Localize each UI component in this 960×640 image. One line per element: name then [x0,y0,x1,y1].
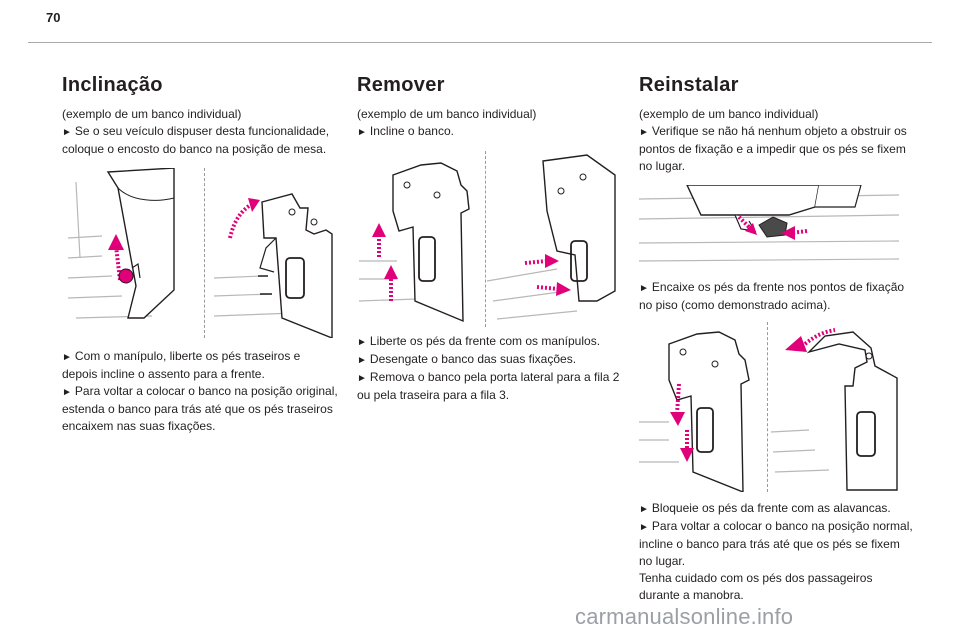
section-reinstalar: Reinstalar (exemplo de um banco individu… [639,72,915,604]
section-intro: (exemplo de um banco individual) [639,107,819,121]
section-intro: (exemplo de um banco individual) [62,107,242,121]
bullet-arrow-icon: ► [357,355,367,366]
instruction-step: ►Para voltar a colocar o banco na posiçã… [639,519,913,568]
seat-tilt-illustration [62,168,334,338]
instruction-step: ►Para voltar a colocar o banco na posiçã… [62,384,338,433]
floor-anchor-illustration [639,185,899,269]
bullet-arrow-icon: ► [639,283,649,294]
section-remover: Remover (exemplo de um banco individual)… [357,72,633,404]
section-title: Remover [357,74,445,96]
header-rule [28,42,932,43]
bullet-arrow-icon: ► [357,337,367,348]
section-title: Inclinação [62,74,163,96]
figure-divider [767,322,768,492]
bullet-arrow-icon: ► [639,504,649,515]
section-title: Reinstalar [639,74,739,96]
bullet-arrow-icon: ► [357,127,367,138]
instruction-step: ►Se o seu veículo dispuser desta funcion… [62,124,330,156]
bullet-arrow-icon: ► [62,127,72,138]
instruction-step: ►Liberte os pés da frente com os manípul… [357,334,601,348]
section-intro: (exemplo de um banco individual) [357,107,537,121]
bullet-arrow-icon: ► [62,352,72,363]
instruction-step: ►Verifique se não há nenhum objeto a obs… [639,124,907,173]
instruction-step: ►Com o manípulo, liberte os pés traseiro… [62,349,301,381]
instruction-step: ►Desengate o banco das suas fixações. [357,352,577,366]
seat-release-illustration [357,151,619,327]
instruction-step: ►Bloqueie os pés da frente com as alavan… [639,501,891,515]
bullet-arrow-icon: ► [62,387,72,398]
bullet-arrow-icon: ► [639,522,649,533]
figure-divider [204,168,205,338]
bullet-arrow-icon: ► [357,373,367,384]
seat-lock-illustration [639,322,899,492]
bullet-arrow-icon: ► [639,127,649,138]
page-number: 70 [46,10,61,25]
watermark: carmanualsonline.info [575,604,794,629]
caution-note: Tenha cuidado com os pés dos passageiros… [639,571,873,602]
instruction-step: ►Remova o banco pela porta lateral para … [357,370,620,402]
instruction-step: ►Incline o banco. [357,124,454,138]
figure-divider [485,151,486,327]
instruction-step: ►Encaixe os pés da frente nos pontos de … [639,280,905,312]
section-inclinacao: Inclinação (exemplo de um banco individu… [62,72,338,435]
